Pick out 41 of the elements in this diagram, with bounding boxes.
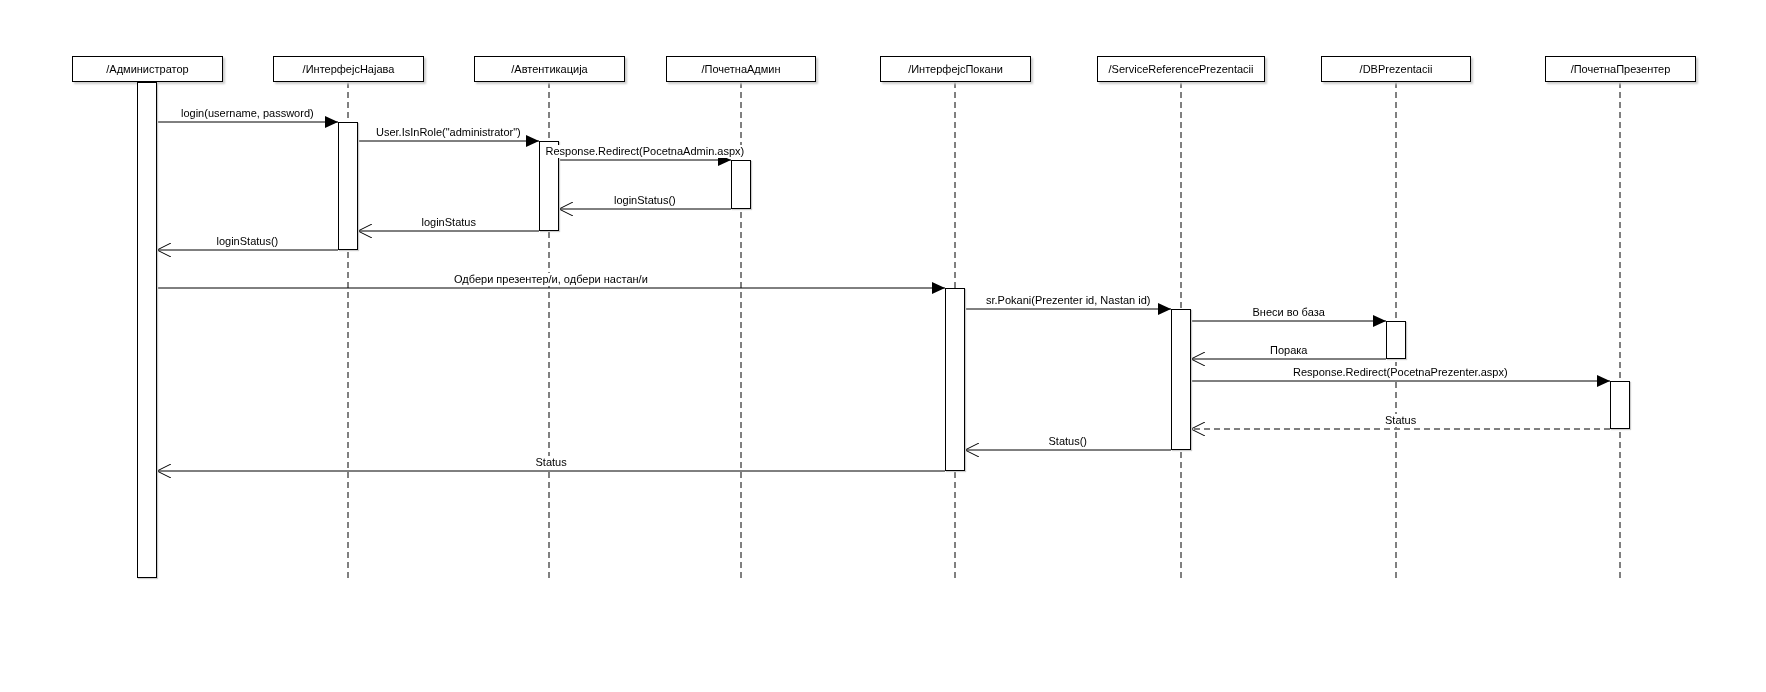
return-message-arrow bbox=[357, 223, 540, 239]
participant-box: /ServiceReferencePrezentacii bbox=[1097, 56, 1265, 82]
message-arrow bbox=[357, 135, 540, 147]
return-message-arrow bbox=[964, 442, 1172, 458]
message-label: Одбери презентер/и, одбери настан/и bbox=[453, 273, 649, 286]
participant-box: /ИнтерфејсПокани bbox=[880, 56, 1031, 82]
message-arrow bbox=[156, 116, 339, 128]
activation-bar bbox=[1610, 381, 1630, 429]
message-label: Status bbox=[534, 456, 568, 469]
participant-box: /DBPrezentacii bbox=[1321, 56, 1471, 82]
return-message-arrow bbox=[156, 242, 339, 258]
message-label: sr.Pokani(Prezenter id, Nastan id) bbox=[985, 294, 1152, 307]
participant-box: /ИнтерфејсНајава bbox=[273, 56, 424, 82]
return-message-arrow bbox=[1190, 351, 1387, 367]
message-label: Response.Redirect(PocetnaPrezenter.aspx) bbox=[1292, 366, 1509, 379]
activation-bar bbox=[137, 82, 157, 578]
message-label: Status bbox=[1384, 414, 1418, 427]
return-message-arrow bbox=[558, 201, 732, 217]
participant-box: /Автентикација bbox=[474, 56, 625, 82]
return-message-arrow bbox=[1190, 421, 1611, 437]
message-arrow bbox=[964, 303, 1172, 315]
message-label: Status() bbox=[1047, 435, 1088, 448]
activation-bar bbox=[731, 160, 751, 209]
message-label: login(username, password) bbox=[180, 107, 315, 120]
message-arrow bbox=[1190, 315, 1387, 327]
return-message-arrow bbox=[156, 463, 946, 479]
activation-bar bbox=[338, 122, 358, 250]
participant-box: /ПочетнаАдмин bbox=[666, 56, 816, 82]
message-label: loginStatus() bbox=[613, 194, 677, 207]
activation-bar bbox=[945, 288, 965, 471]
message-arrow bbox=[1190, 375, 1611, 387]
message-label: Внеси во база bbox=[1251, 306, 1326, 319]
message-label: loginStatus() bbox=[215, 235, 280, 248]
message-label: Response.Redirect(PocetnaAdmin.aspx) bbox=[544, 145, 746, 158]
participant-box: /Администратор bbox=[72, 56, 223, 82]
participant-box: /ПочетнаПрезентер bbox=[1545, 56, 1696, 82]
message-label: User.IsInRole("administrator") bbox=[375, 126, 522, 139]
message-label: loginStatus bbox=[420, 216, 477, 229]
message-label: Порака bbox=[1269, 344, 1309, 357]
activation-bar bbox=[1171, 309, 1191, 450]
activation-bar bbox=[1386, 321, 1406, 359]
